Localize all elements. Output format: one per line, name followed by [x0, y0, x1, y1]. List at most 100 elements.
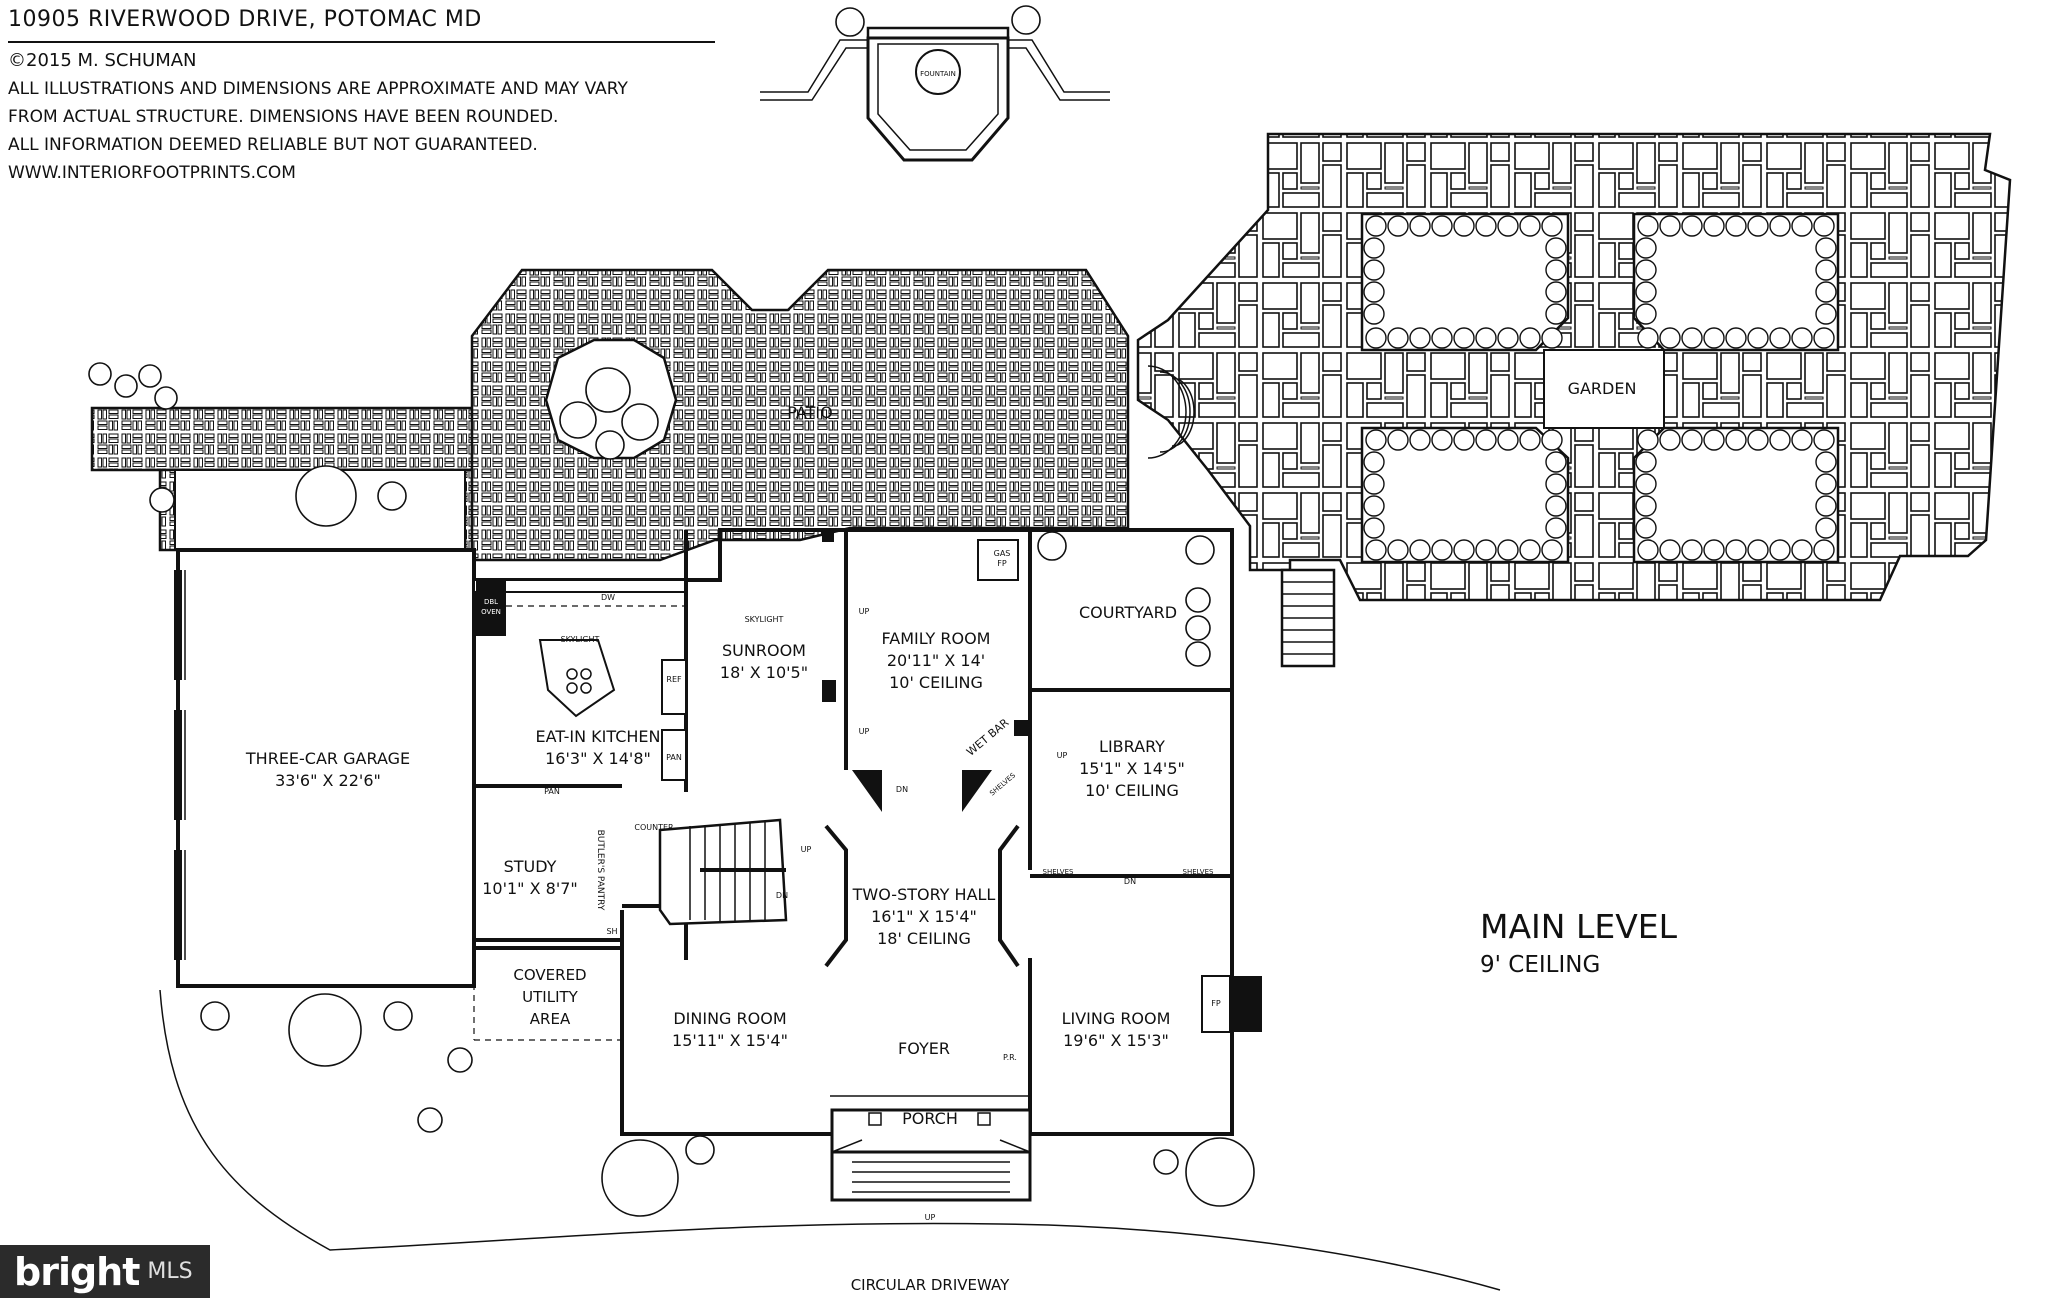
living-name: LIVING ROOM — [1062, 1009, 1171, 1028]
counter-label: COUNTER — [634, 823, 674, 832]
refrigerator — [661, 659, 687, 715]
living-dims: 19'6" X 15'3" — [1063, 1031, 1169, 1050]
living-fp-label: FP — [1211, 999, 1221, 1008]
hedge-shrub — [1497, 539, 1519, 561]
hedge-shrub — [1545, 303, 1567, 325]
mls-watermark: bright MLS — [0, 1245, 210, 1298]
hedge-shrub — [1681, 215, 1703, 237]
garage-name: THREE-CAR GARAGE — [245, 749, 410, 768]
hedge-shrub — [1815, 473, 1837, 495]
hedge-shrub — [1635, 473, 1657, 495]
hedge-shrub — [1363, 281, 1385, 303]
hedge-shrub — [1475, 539, 1497, 561]
level-title: MAIN LEVEL — [1480, 907, 1678, 946]
hedge-shrub — [1363, 237, 1385, 259]
hedge-shrub — [1791, 539, 1813, 561]
pantry-cabinet — [661, 729, 687, 781]
hedge-shrub — [1453, 327, 1475, 349]
sunroom-name: SUNROOM — [722, 641, 806, 660]
watermark-suffix: MLS — [147, 1259, 193, 1284]
dining-dims: 15'11" X 15'4" — [672, 1031, 788, 1050]
hedge-shrub — [1475, 429, 1497, 451]
hedge-shrub — [1813, 539, 1835, 561]
disclaimer-line-1: ALL ILLUSTRATIONS AND DIMENSIONS ARE APP… — [8, 79, 628, 99]
website-text: WWW.INTERIORFOOTPRINTS.COM — [8, 163, 296, 183]
copyright-text: ©2015 M. SCHUMAN — [8, 50, 197, 71]
hedge-shrub — [1453, 429, 1475, 451]
library-name: LIBRARY — [1099, 737, 1165, 756]
hall-dims: 16'1" X 15'4" — [871, 907, 977, 926]
address-title: 10905 RIVERWOOD DRIVE, POTOMAC MD — [8, 7, 482, 32]
hedge-shrub — [1497, 327, 1519, 349]
pan-label-2: PAN — [544, 787, 560, 796]
hedge-shrub — [1453, 215, 1475, 237]
hedge-shrub — [1545, 473, 1567, 495]
hedge-shrub — [1409, 429, 1431, 451]
up-label-1: UP — [859, 607, 870, 616]
double-oven-label-1: DBL — [484, 598, 498, 606]
hedge-shrub — [1635, 259, 1657, 281]
covered-utility-label-1: COVERED — [513, 966, 586, 984]
hedge-shrub — [1541, 429, 1563, 451]
hedge-shrub — [1659, 327, 1681, 349]
hedge-shrub — [1409, 215, 1431, 237]
shelves-label-1: SHELVES — [988, 771, 1017, 797]
covered-utility-label-2: UTILITY — [522, 988, 579, 1006]
fountain-label: FOUNTAIN — [920, 70, 956, 78]
hedge-shrub — [1363, 473, 1385, 495]
hedge-shrub — [1365, 215, 1387, 237]
hedge-shrub — [1725, 539, 1747, 561]
pan-label: PAN — [666, 753, 682, 762]
double-oven — [476, 580, 506, 636]
study-dims: 10'1" X 8'7" — [482, 879, 578, 898]
hedge-shrub — [1813, 215, 1835, 237]
hedge-shrub — [1519, 215, 1541, 237]
hedge-shrub — [1703, 327, 1725, 349]
porch-label: PORCH — [902, 1109, 958, 1128]
gas-label-1: GAS — [994, 549, 1011, 558]
hedge-shrub — [1815, 451, 1837, 473]
patio-label: PATIO — [787, 403, 832, 422]
hedge-shrub — [1681, 327, 1703, 349]
wet-bar-label: WET BAR — [964, 716, 1012, 759]
hedge-shrub — [1431, 327, 1453, 349]
hedge-shrub — [1363, 495, 1385, 517]
hedge-shrub — [1747, 539, 1769, 561]
hedge-shrub — [1541, 215, 1563, 237]
garage-dims: 33'6" X 22'6" — [275, 771, 381, 790]
hedge-shrub — [1431, 215, 1453, 237]
hedge-shrub — [1635, 517, 1657, 539]
family-room-ceiling: 10' CEILING — [889, 673, 983, 692]
hedge-shrub — [1409, 327, 1431, 349]
hedge-shrub — [1453, 539, 1475, 561]
hedge-shrub — [1769, 215, 1791, 237]
hedge-shrub — [1681, 539, 1703, 561]
hedge-shrub — [1387, 215, 1409, 237]
ref-label: REF — [666, 675, 682, 684]
dining-name: DINING ROOM — [673, 1009, 786, 1028]
study-name: STUDY — [504, 857, 557, 876]
walkway-brick — [90, 406, 474, 472]
hedge-shrub — [1363, 451, 1385, 473]
hedge-shrub — [1541, 327, 1563, 349]
up-label-4: UP — [1057, 751, 1068, 760]
hedge-shrub — [1659, 539, 1681, 561]
hedge-shrub — [1815, 303, 1837, 325]
covered-utility-label-3: AREA — [530, 1010, 571, 1028]
garden-steps — [1280, 568, 1336, 668]
hedge-shrub — [1791, 429, 1813, 451]
hall-ceiling: 18' CEILING — [877, 929, 971, 948]
up-label-5: UP — [925, 1213, 936, 1222]
hedge-shrub — [1769, 539, 1791, 561]
hedge-shrub — [1541, 539, 1563, 561]
hedge-shrub — [1365, 539, 1387, 561]
hedge-shrub — [1363, 517, 1385, 539]
hedge-shrub — [1431, 539, 1453, 561]
level-ceiling: 9' CEILING — [1480, 952, 1600, 978]
hedge-shrub — [1545, 281, 1567, 303]
hedge-shrub — [1725, 327, 1747, 349]
hedge-shrub — [1387, 327, 1409, 349]
driveway-label: CIRCULAR DRIVEWAY — [851, 1276, 1010, 1294]
hedge-shrub — [1475, 215, 1497, 237]
hedge-shrub — [1637, 539, 1659, 561]
